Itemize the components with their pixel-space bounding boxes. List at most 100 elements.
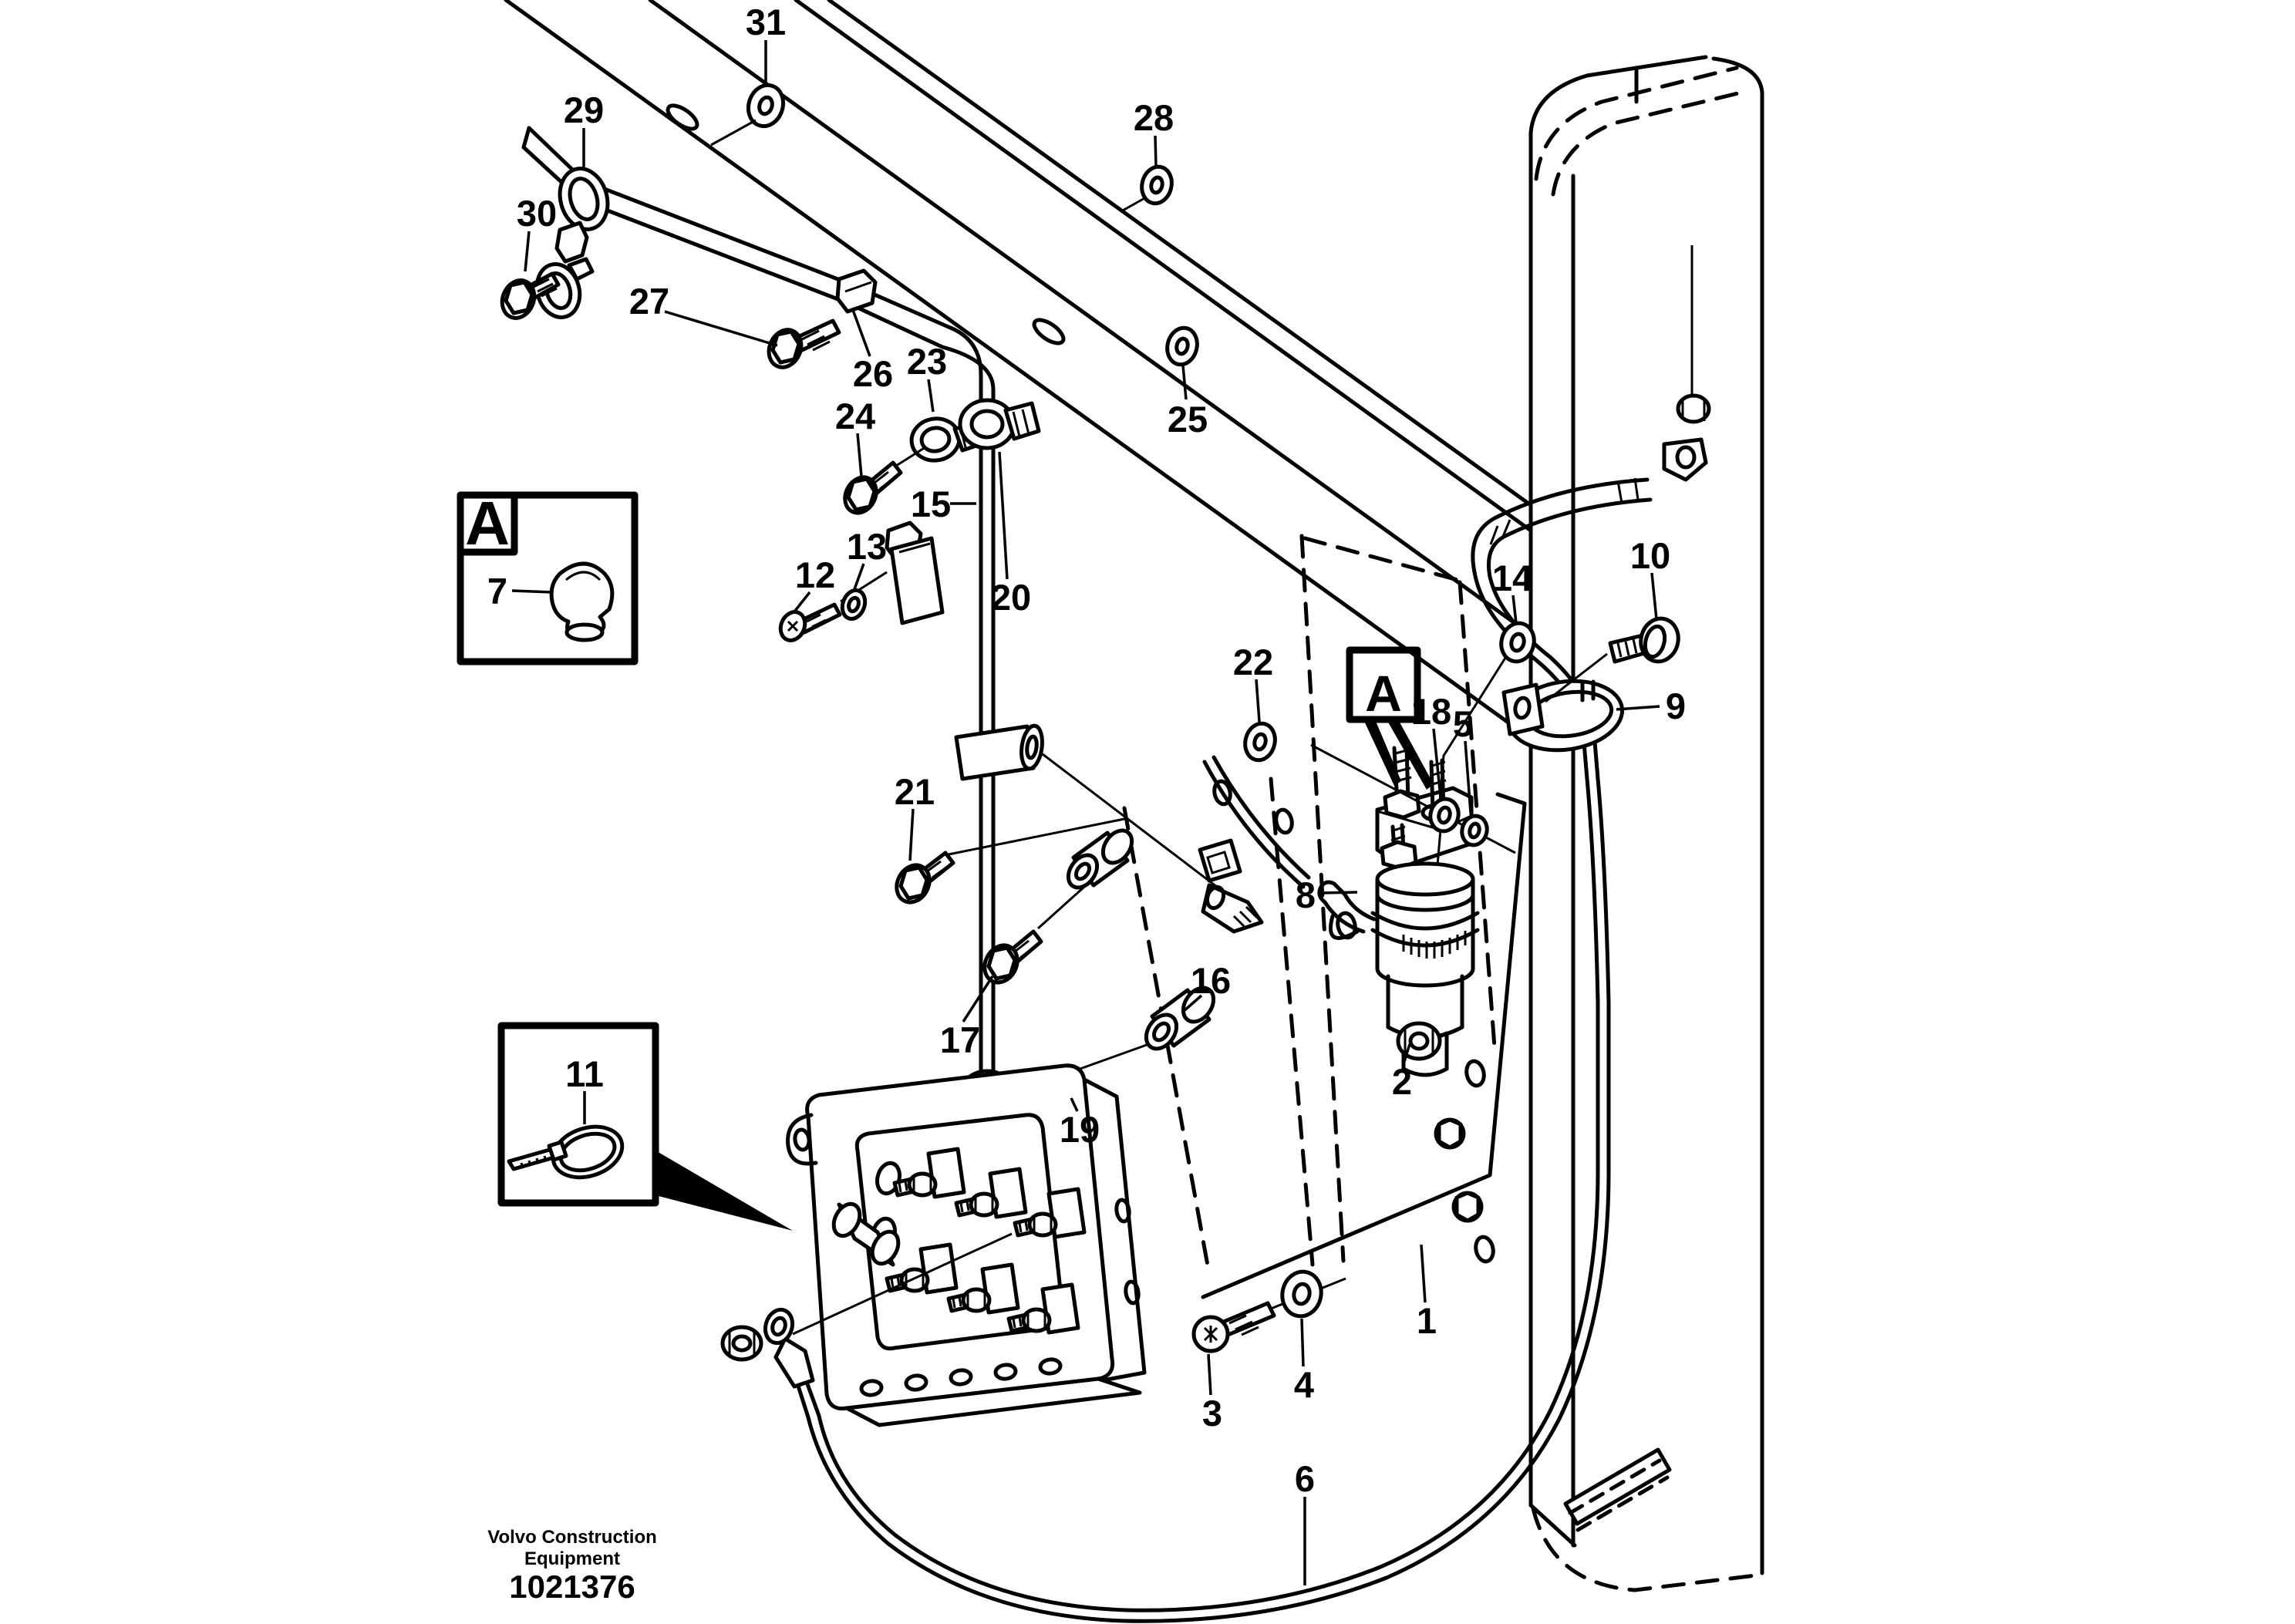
leader-line-28 [1154, 135, 1158, 167]
part-label-14: 14 [1492, 558, 1532, 598]
washer-25 [1165, 325, 1199, 367]
part-label-1: 1 [1417, 1300, 1437, 1341]
box-spacer [831, 1201, 901, 1267]
terminal-nut-2 [1396, 1021, 1442, 1061]
support-post [1528, 55, 1764, 1592]
clip-block-13 [885, 521, 945, 625]
leader-line-12 [794, 591, 811, 612]
plate-bolt [1434, 1117, 1466, 1150]
part-label-5: 5 [1453, 703, 1473, 744]
leader-line-27 [664, 310, 778, 347]
tee-fitting [954, 723, 1250, 913]
leader-line-3 [1207, 1353, 1212, 1396]
part-label-21: 21 [895, 771, 935, 812]
marker-wedge [1363, 719, 1401, 786]
leader-line-18 [1432, 728, 1442, 798]
washer-28 [1121, 164, 1174, 213]
marker-a-letter: A [1365, 665, 1402, 722]
part-label-27: 27 [629, 281, 669, 322]
cable-clamp-29 [554, 167, 610, 264]
post-hidden-cap [1551, 90, 1744, 197]
washer-31 [710, 83, 786, 147]
detail-a-letter: A [465, 489, 510, 558]
ground-lug [720, 1232, 1013, 1389]
plate-bolt [1451, 1191, 1484, 1223]
leader-line-26 [851, 309, 871, 357]
bolt-12-washer-13 [778, 571, 888, 642]
marker-wedge [1387, 719, 1434, 790]
leader-line-17 [962, 975, 994, 1023]
part-label-24: 24 [835, 396, 875, 436]
part-label-4: 4 [1294, 1364, 1314, 1405]
clamp-clip [554, 221, 589, 264]
part-label-23: 23 [907, 341, 947, 382]
leader-line-10 [1650, 572, 1658, 620]
part-label-6: 6 [1295, 1458, 1315, 1499]
bushing-16-upper [1066, 828, 1134, 890]
clamp-9 [1501, 679, 1625, 753]
part-label-19: 19 [1060, 1109, 1100, 1150]
ring-terminal-nut [1676, 393, 1711, 424]
part-label-17: 17 [940, 1019, 980, 1060]
leader-line-7 [511, 589, 553, 594]
detail-view-tie [497, 1022, 793, 1231]
bolt-3-washer-4 [1191, 1269, 1346, 1353]
leader-line-23 [927, 379, 935, 413]
part-label-25: 25 [1168, 399, 1208, 440]
leader-line-24 [856, 433, 863, 477]
part-label-28: 28 [1134, 97, 1174, 138]
bolt-30 [500, 271, 561, 320]
elbow-cap-7 [549, 561, 615, 642]
cable-clip-26 [835, 268, 878, 314]
bushing-16 [1144, 986, 1216, 1051]
part-label-9: 9 [1666, 686, 1686, 726]
footer-company-line1: Volvo Construction [487, 1527, 657, 1548]
part-label-30: 30 [517, 193, 557, 234]
leader-line-1 [1420, 1244, 1427, 1303]
part-label-31: 31 [746, 2, 786, 42]
leader-line-30 [524, 231, 531, 272]
post-hidden-bottom [1531, 1506, 1764, 1592]
detail-view-a: A [457, 489, 639, 665]
leader-line-13 [853, 563, 865, 590]
reference-marker-a: A [1346, 646, 1434, 790]
leader-line-21 [908, 808, 915, 861]
leader-line-25 [1181, 365, 1188, 400]
bolt-21 [895, 817, 1125, 905]
bolt-24 [843, 446, 926, 515]
part-label-10: 10 [1630, 535, 1670, 576]
part-label-22: 22 [1233, 642, 1273, 682]
part-label-20: 20 [991, 577, 1031, 618]
footer-company-line2: Equipment [524, 1548, 620, 1569]
part-label-18: 18 [1411, 691, 1451, 732]
leader-line-16 [1181, 994, 1203, 1013]
washer-14 [1438, 621, 1536, 803]
part-label-7: 7 [487, 571, 507, 612]
part-label-3: 3 [1202, 1393, 1222, 1434]
switch-bracket [1198, 755, 1311, 934]
leader-line-5 [1464, 740, 1472, 814]
part-label-29: 29 [564, 89, 604, 130]
part-label-12: 12 [795, 554, 835, 595]
band-clamp-8 [1317, 880, 1480, 959]
leader-line-14 [1511, 595, 1518, 624]
beam-hole [666, 103, 699, 131]
part-label-11: 11 [565, 1053, 604, 1094]
part-label-8: 8 [1296, 874, 1316, 915]
part-label-2: 2 [1392, 1061, 1412, 1102]
frame-beam [504, 0, 1533, 741]
detail-pointer-wedge [655, 1151, 793, 1231]
part-label-16: 16 [1191, 960, 1231, 1001]
leader-line-20 [998, 451, 1009, 580]
mounting-plate [1201, 779, 1527, 1299]
cable-ring-terminal [1662, 245, 1711, 482]
leader-line-19 [1070, 1097, 1079, 1112]
cable-tie-11 [507, 1124, 625, 1180]
battery-cable-6 [795, 245, 1711, 1623]
stud-nut [1383, 789, 1421, 820]
leader-line-4 [1300, 1318, 1305, 1367]
leader-line-8 [1320, 891, 1358, 895]
